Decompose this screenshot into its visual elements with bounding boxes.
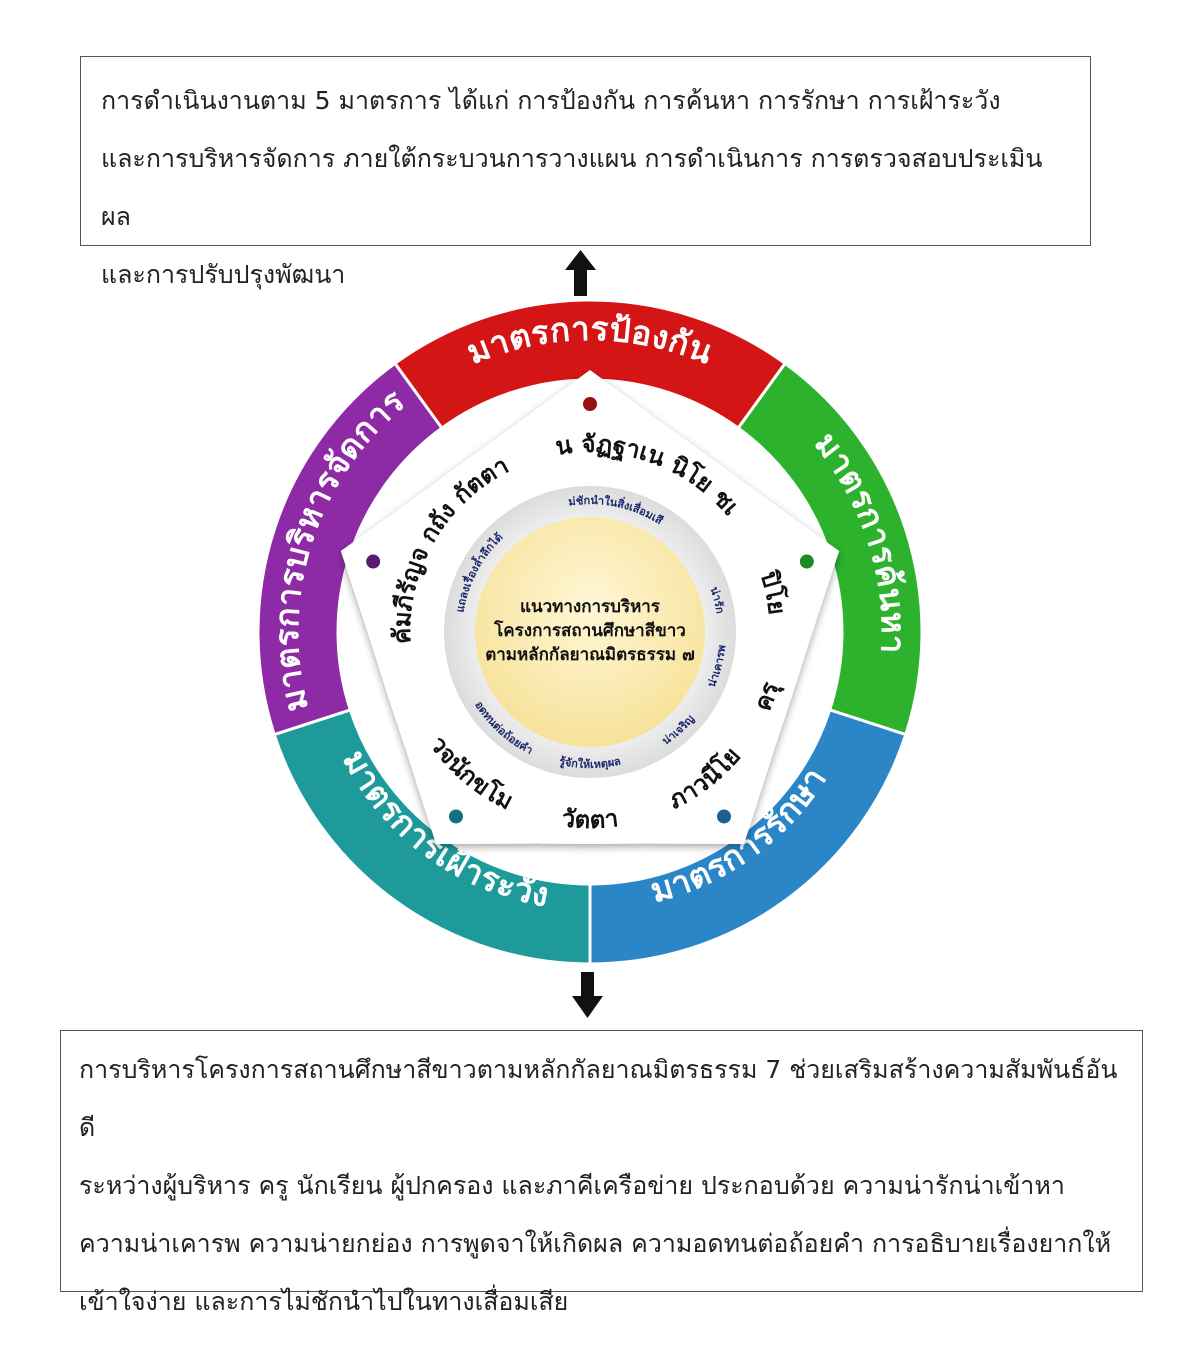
meaning-label-5-text: รู้จักให้เหตุผล bbox=[558, 755, 622, 772]
center-title-line-2: โครงการสถานศึกษาสีขาว bbox=[493, 620, 686, 641]
bottom-text-line-1: การบริหารโครงการสถานศึกษาสีขาวตามหลักกัล… bbox=[79, 1055, 1118, 1142]
dot-surveillance bbox=[448, 809, 463, 824]
bottom-description-box: การบริหารโครงการสถานศึกษาสีขาวตามหลักกัล… bbox=[60, 1030, 1143, 1316]
center-title-line-3: ตามหลักกัลยาณมิตรธรรม ๗ bbox=[485, 645, 695, 665]
dot-prevention bbox=[583, 397, 597, 411]
arrow-up-icon bbox=[565, 250, 596, 296]
top-text-line-2: และการบริหารจัดการ ภายใต้กระบวนการวางแผน… bbox=[101, 144, 1043, 231]
dot-treatment bbox=[717, 809, 732, 824]
bottom-text-line-3: ความน่าเคารพ ความน่ายกย่อง การพูดจาให้เก… bbox=[79, 1229, 1112, 1258]
center-title-line-1: แนวทางการบริหาร bbox=[520, 597, 661, 617]
top-text-line-1: การดำเนินงานตาม 5 มาตรการ ได้แก่ การป้อง… bbox=[101, 86, 1001, 115]
dot-management bbox=[366, 554, 381, 569]
bottom-text-line-2: ระหว่างผู้บริหาร ครู นักเรียน ผู้ปกครอง … bbox=[79, 1171, 1065, 1200]
dot-search bbox=[799, 554, 814, 569]
meaning-label-5: รู้จักให้เหตุผล bbox=[558, 755, 622, 772]
bottom-text-line-4: เข้าใจง่าย และการไม่ชักนำไปในทางเสื่อมเส… bbox=[79, 1287, 569, 1316]
center-core bbox=[475, 517, 705, 747]
arrow-down-icon bbox=[572, 972, 603, 1018]
top-description-box: การดำเนินงานตาม 5 มาตรการ ได้แก่ การป้อง… bbox=[80, 56, 1091, 289]
top-text-line-3: และการปรับปรุงพัฒนา bbox=[101, 260, 346, 289]
